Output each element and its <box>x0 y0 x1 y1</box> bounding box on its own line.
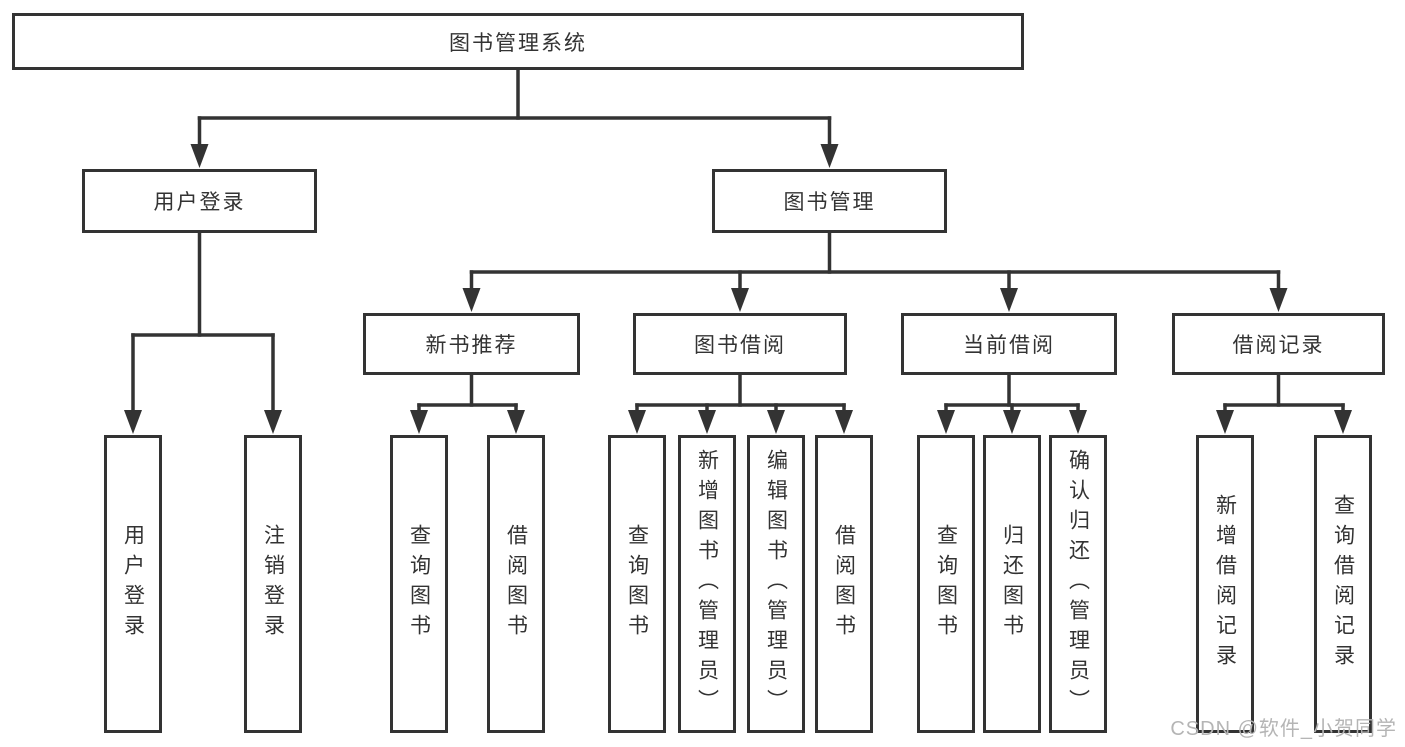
node-ul-login: 用户登录 <box>104 435 162 733</box>
node-label: 新书推荐 <box>425 334 518 357</box>
node-label: 编辑图书（管理员） <box>764 449 788 719</box>
node-bb-query: 查询图书 <box>608 435 666 733</box>
node-label: 借阅图书 <box>832 524 856 644</box>
node-nbr-query: 查询图书 <box>390 435 448 733</box>
watermark: CSDN @软件_小贺同学 <box>1170 718 1397 740</box>
node-label: 借阅图书 <box>504 524 528 644</box>
node-borrow-records: 借阅记录 <box>1172 313 1385 375</box>
node-br-query: 查询借阅记录 <box>1314 435 1372 733</box>
node-label: 查询图书 <box>625 524 649 644</box>
node-bb-edit: 编辑图书（管理员） <box>747 435 805 733</box>
node-label: 查询图书 <box>934 524 958 644</box>
node-label: 图书借阅 <box>694 334 786 357</box>
node-cb-query: 查询图书 <box>917 435 975 733</box>
node-label: 图书管理系统 <box>449 31 587 55</box>
node-nbr-borrow: 借阅图书 <box>487 435 545 733</box>
node-book-borrow: 图书借阅 <box>633 313 847 375</box>
node-book-mgmt: 图书管理 <box>712 169 947 233</box>
node-label: 用户登录 <box>121 524 145 644</box>
node-label: 图书管理 <box>783 191 876 214</box>
node-label: 新增借阅记录 <box>1213 494 1237 674</box>
node-label: 确认归还（管理员） <box>1066 449 1090 719</box>
node-root: 图书管理系统 <box>12 13 1024 70</box>
node-bb-borrow: 借阅图书 <box>815 435 873 733</box>
node-new-book-rec: 新书推荐 <box>363 313 580 375</box>
node-br-add: 新增借阅记录 <box>1196 435 1254 733</box>
node-label: 借阅记录 <box>1232 334 1325 357</box>
node-current-borrow: 当前借阅 <box>901 313 1117 375</box>
node-label: 查询图书 <box>407 524 431 644</box>
node-label: 注销登录 <box>261 524 285 644</box>
node-cb-return: 归还图书 <box>983 435 1041 733</box>
node-cb-confirm: 确认归还（管理员） <box>1049 435 1107 733</box>
node-label: 查询借阅记录 <box>1331 494 1355 674</box>
node-label: 新增图书（管理员） <box>695 449 719 719</box>
node-label: 用户登录 <box>153 191 246 214</box>
node-label: 归还图书 <box>1000 524 1024 644</box>
node-label: 当前借阅 <box>963 334 1055 357</box>
node-bb-add: 新增图书（管理员） <box>678 435 736 733</box>
node-ul-logout: 注销登录 <box>244 435 302 733</box>
node-user-login: 用户登录 <box>82 169 317 233</box>
